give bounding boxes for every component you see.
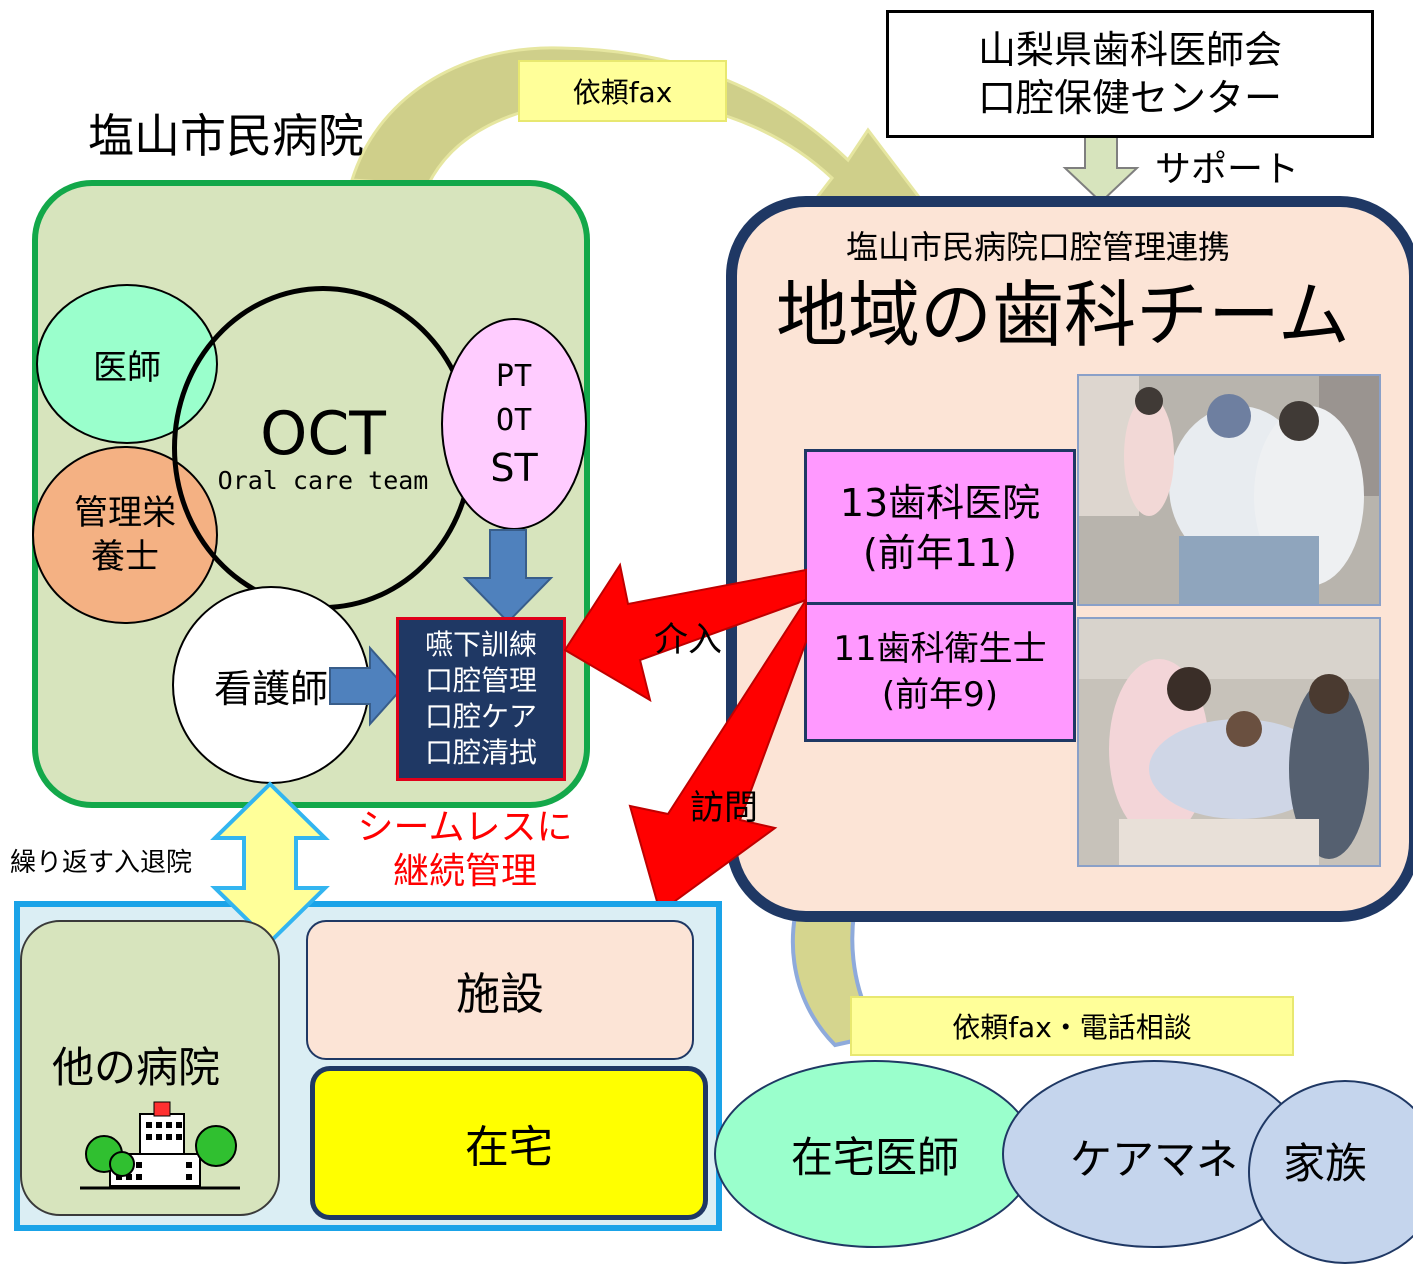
family-label: 家族 <box>1282 1138 1367 1188</box>
care-manager-ellipse: ケアマネ <box>1002 1060 1306 1248</box>
facility-box: 施設 <box>306 920 694 1060</box>
clinics-prev-year: (前年11) <box>862 531 1017 575</box>
dental-team-subtitle: 塩山市民病院口腔管理連携 <box>846 228 1231 266</box>
family-ellipse: 家族 <box>1248 1080 1413 1264</box>
readmission-label: 繰り返す入退院 <box>10 848 193 878</box>
therapist-down-arrow <box>462 529 554 624</box>
clinics-count: 13歯科医院 <box>839 481 1041 525</box>
nurse-label: 看護師 <box>213 666 328 711</box>
therapist-ot: OT <box>495 403 533 438</box>
task-oral-cleaning: 口腔清拭 <box>424 736 537 769</box>
therapist-st: ST <box>490 446 538 490</box>
support-org-line2: 口腔保健センター <box>977 76 1282 120</box>
home-doctor-ellipse: 在宅医師 <box>714 1060 1036 1248</box>
hygienists-prev-year: (前年9) <box>881 675 999 715</box>
task-oral-management: 口腔管理 <box>424 664 537 697</box>
visit-label: 訪問 <box>690 788 758 828</box>
support-label: サポート <box>1155 149 1300 190</box>
care-manager-label: ケアマネ <box>1070 1135 1239 1184</box>
clinics-box: 13歯科医院 (前年11) <box>804 449 1076 607</box>
other-hospital-label: 他の病院 <box>52 1043 221 1092</box>
dietitian-circle: 管理栄 養士 <box>32 446 218 624</box>
therapist-ellipse: PT OT ST <box>441 318 587 530</box>
dental-team-title: 地域の歯科チーム <box>776 273 1350 357</box>
seamless-label: シームレスに 継続管理 <box>352 806 578 894</box>
support-org-line1: 山梨県歯科医師会 <box>977 28 1282 72</box>
seamless-line1: シームレスに <box>357 807 573 848</box>
support-org-box: 山梨県歯科医師会 口腔保健センター <box>886 10 1374 138</box>
seamless-line2: 継続管理 <box>392 851 537 892</box>
hospital-building-icon <box>80 1101 240 1190</box>
therapist-pt: PT <box>495 359 533 394</box>
dietitian-label-line1: 管理栄 <box>74 493 176 533</box>
tasks-box: 嚥下訓練 口腔管理 口腔ケア 口腔清拭 <box>396 617 566 781</box>
support-down-arrow <box>1062 134 1140 204</box>
dental-treatment-photo <box>1077 374 1381 606</box>
visit-arrow <box>628 596 807 914</box>
oct-subtitle: Oral care team <box>217 465 429 495</box>
request-fax-phone-label: 依頼fax・電話相談 <box>850 996 1294 1056</box>
doctor-label: 医師 <box>93 347 161 388</box>
bedside-care-photo <box>1077 617 1381 867</box>
task-oral-care: 口腔ケア <box>424 700 537 733</box>
oct-title: OCT <box>260 398 386 469</box>
request-fax-label: 依頼fax <box>518 60 727 122</box>
dietitian-label-line2: 養士 <box>91 537 159 577</box>
task-swallowing: 嚥下訓練 <box>424 628 537 661</box>
intervention-arrow <box>563 562 807 703</box>
hygienists-count: 11歯科衛生士 <box>833 629 1047 669</box>
hospital-title: 塩山市民病院 <box>88 109 364 163</box>
other-hospital-box: 他の病院 <box>20 920 280 1216</box>
home-label: 在宅 <box>465 1122 553 1173</box>
home-box: 在宅 <box>310 1066 708 1220</box>
intervention-label: 介入 <box>654 620 722 660</box>
readmission-double-arrow <box>210 781 330 945</box>
facility-label: 施設 <box>456 969 544 1020</box>
home-doctor-label: 在宅医師 <box>790 1132 959 1182</box>
hygienists-box: 11歯科衛生士 (前年9) <box>804 602 1076 742</box>
nurse-right-arrow <box>329 645 406 727</box>
